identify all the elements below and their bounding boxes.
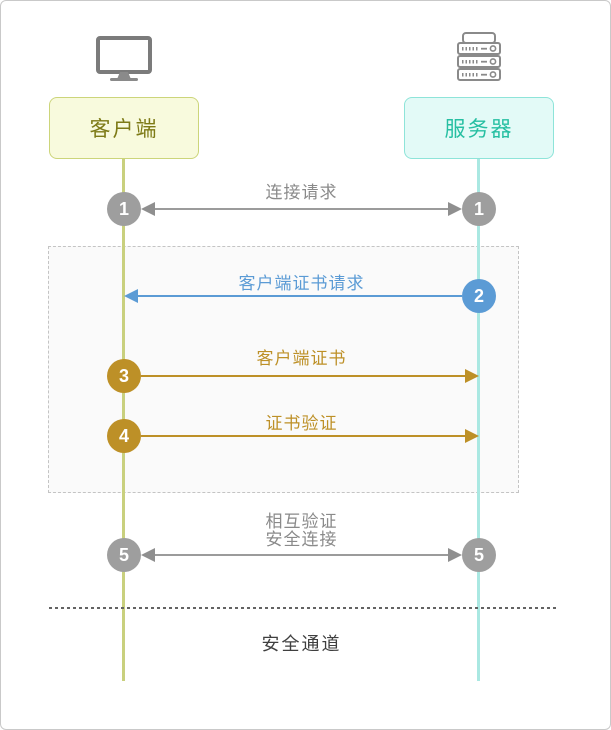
step5-circle-client: 5 <box>107 538 141 572</box>
step1-line <box>147 208 456 210</box>
step4-arrowhead-right-icon <box>465 429 479 443</box>
step5-line <box>147 554 456 556</box>
client-actor-label: 客户端 <box>89 118 159 141</box>
step2-label: 客户端证书请求 <box>238 274 365 293</box>
step1-arrowhead-right-icon <box>448 202 462 216</box>
step1-circle-server: 1 <box>462 192 496 226</box>
step4-label: 证书验证 <box>265 414 338 433</box>
step5-arrowhead-left-icon <box>141 548 155 562</box>
step5-label: 相互验证 安全连接 <box>141 513 462 549</box>
step4-line <box>141 435 466 437</box>
step5-circle-server: 5 <box>462 538 496 572</box>
step4-circle-client: 4 <box>107 419 141 453</box>
step1-circle-client: 1 <box>107 192 141 226</box>
step3-label: 客户端证书 <box>256 349 347 368</box>
server-actor-label: 服务器 <box>444 118 514 141</box>
step2-arrowhead-left-icon <box>124 289 138 303</box>
server-lifeline <box>477 159 480 681</box>
step3-line <box>141 375 466 377</box>
secure-channel-divider <box>49 607 558 609</box>
step2-line <box>137 295 462 297</box>
step5-label-line2: 安全连接 <box>265 530 338 549</box>
step3-arrowhead-right-icon <box>465 369 479 383</box>
server-actor-box: 服务器 <box>404 97 554 159</box>
step1-label: 连接请求 <box>265 183 338 202</box>
step2-circle-server: 2 <box>462 279 496 313</box>
step5-label-line1: 相互验证 <box>265 512 338 531</box>
monitor-icon <box>96 36 152 81</box>
step5-arrowhead-right-icon <box>448 548 462 562</box>
server-rack-icon <box>457 32 501 81</box>
client-actor-box: 客户端 <box>49 97 199 159</box>
secure-channel-label: 安全通道 <box>261 634 342 654</box>
step3-circle-client: 3 <box>107 359 141 393</box>
step1-arrowhead-left-icon <box>141 202 155 216</box>
